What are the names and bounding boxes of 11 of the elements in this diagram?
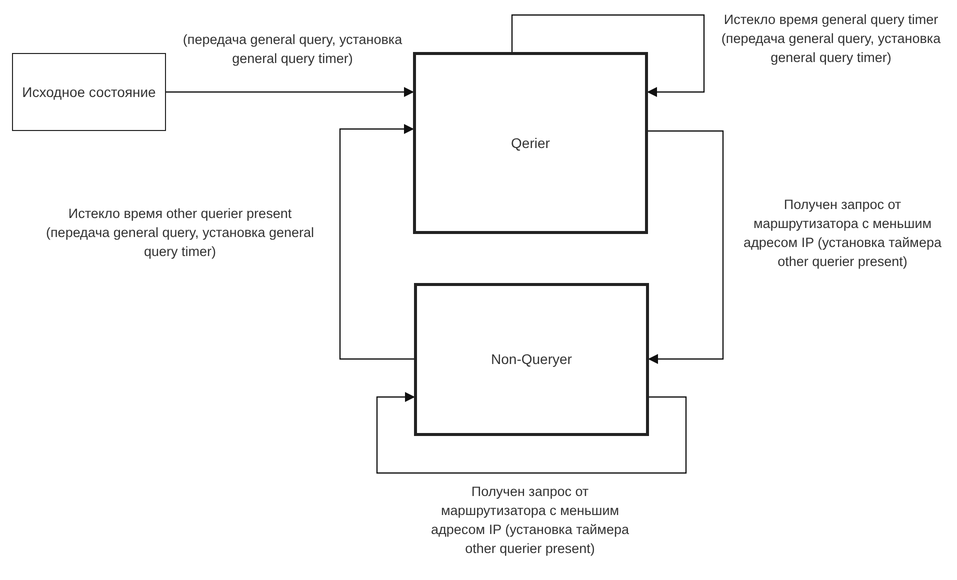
state-name: Исходное состояние [22,82,156,102]
state-box [414,283,649,436]
state-name: Non-Queryer [491,350,572,369]
state-name: Qerier [511,134,550,152]
transition-arrow [376,392,687,474]
state-box [413,52,648,234]
transition-arrow [511,14,705,97]
transition-arrow [166,87,414,97]
transition-arrow [339,124,414,360]
transition-arrow [648,130,724,364]
state-box [12,53,166,131]
